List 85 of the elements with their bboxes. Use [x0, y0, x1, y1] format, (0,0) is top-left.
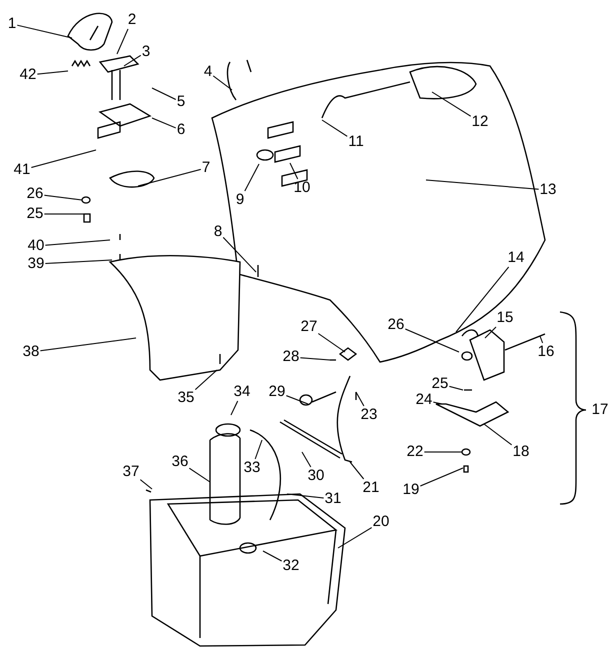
leader-line: [322, 120, 348, 137]
leader-line: [194, 370, 218, 390]
leader-line: [318, 333, 346, 352]
leader-line: [420, 468, 464, 486]
leader-line: [116, 28, 128, 54]
leader-line: [254, 440, 262, 460]
callout-number: 16: [538, 344, 554, 360]
leader-line: [484, 326, 496, 338]
callout-number: 20: [372, 514, 390, 530]
leader-line: [244, 164, 260, 192]
callout-number: 21: [362, 480, 380, 496]
callout-number: 9: [236, 192, 244, 208]
callout-number: 29: [268, 384, 286, 400]
leader-line: [456, 266, 510, 332]
leader-line: [230, 400, 238, 416]
leader-line: [338, 527, 372, 548]
leader-line: [140, 479, 152, 490]
callout-number: 25: [26, 206, 44, 222]
leader-line: [124, 54, 142, 66]
callout-number: 42: [20, 67, 36, 83]
callout-number: 37: [122, 464, 140, 480]
callout-number: 34: [234, 384, 250, 400]
callout-number: 26: [388, 317, 404, 333]
leader-line: [302, 452, 312, 468]
leader-line: [152, 88, 176, 100]
leader-line: [152, 118, 176, 128]
callout-number: 10: [294, 180, 310, 196]
callout-number: 26: [26, 186, 44, 202]
callout-number: 18: [512, 444, 530, 460]
leader-line: [350, 462, 364, 480]
callout-number: 1: [8, 16, 16, 32]
leader-line: [300, 357, 330, 360]
callout-number: 36: [172, 454, 188, 470]
leader-line: [40, 338, 136, 352]
leader-line: [44, 240, 110, 246]
callout-number: 13: [540, 182, 556, 198]
callout-number: 25: [432, 376, 448, 392]
callout-number: 24: [416, 392, 432, 408]
leader-line: [44, 260, 112, 264]
callout-number: 39: [28, 256, 44, 272]
callout-number: 23: [360, 407, 378, 423]
leader-line: [432, 402, 442, 404]
leader-line: [432, 92, 472, 117]
callout-number: 30: [308, 468, 324, 484]
callout-number: 6: [176, 122, 186, 138]
leader-line: [36, 70, 68, 75]
leader-line: [448, 386, 464, 390]
callout-number: 15: [496, 310, 514, 326]
leader-line: [212, 75, 232, 90]
callout-number: 28: [282, 349, 300, 365]
callout-number: 31: [324, 491, 342, 507]
leader-line: [138, 168, 202, 186]
callout-number: 4: [204, 64, 212, 80]
callout-number: 38: [22, 344, 40, 360]
callout-number: 12: [472, 114, 488, 130]
callout-number: 35: [178, 390, 194, 406]
leader-line: [30, 150, 96, 168]
leader-line: [290, 162, 298, 180]
callout-number: 14: [508, 250, 524, 266]
callout-number: 3: [142, 44, 150, 60]
leader-line: [356, 392, 364, 406]
leader-line: [222, 236, 256, 272]
callout-number: 32: [282, 558, 300, 574]
callout-number: 41: [14, 162, 30, 178]
leader-line: [286, 494, 324, 498]
callout-number: 11: [348, 134, 364, 150]
leader-line: [44, 194, 82, 200]
leader-line: [286, 395, 308, 404]
callout-number: 7: [202, 160, 210, 176]
leader-line: [188, 468, 210, 482]
leader-line: [426, 180, 540, 190]
callout-number: 8: [214, 224, 222, 240]
callout-number: 17: [592, 402, 608, 418]
leader-line: [262, 550, 282, 562]
callout-number: 40: [28, 238, 44, 254]
callout-number: 33: [244, 460, 260, 476]
leader-line: [484, 424, 512, 446]
callout-number: 27: [300, 319, 318, 335]
leader-line: [404, 328, 460, 352]
callout-number: 22: [406, 444, 424, 460]
callout-number: 2: [128, 12, 136, 28]
leader-line: [540, 336, 544, 344]
callout-number: 5: [176, 94, 186, 110]
leader-line: [16, 24, 72, 38]
callout-number: 19: [402, 482, 420, 498]
